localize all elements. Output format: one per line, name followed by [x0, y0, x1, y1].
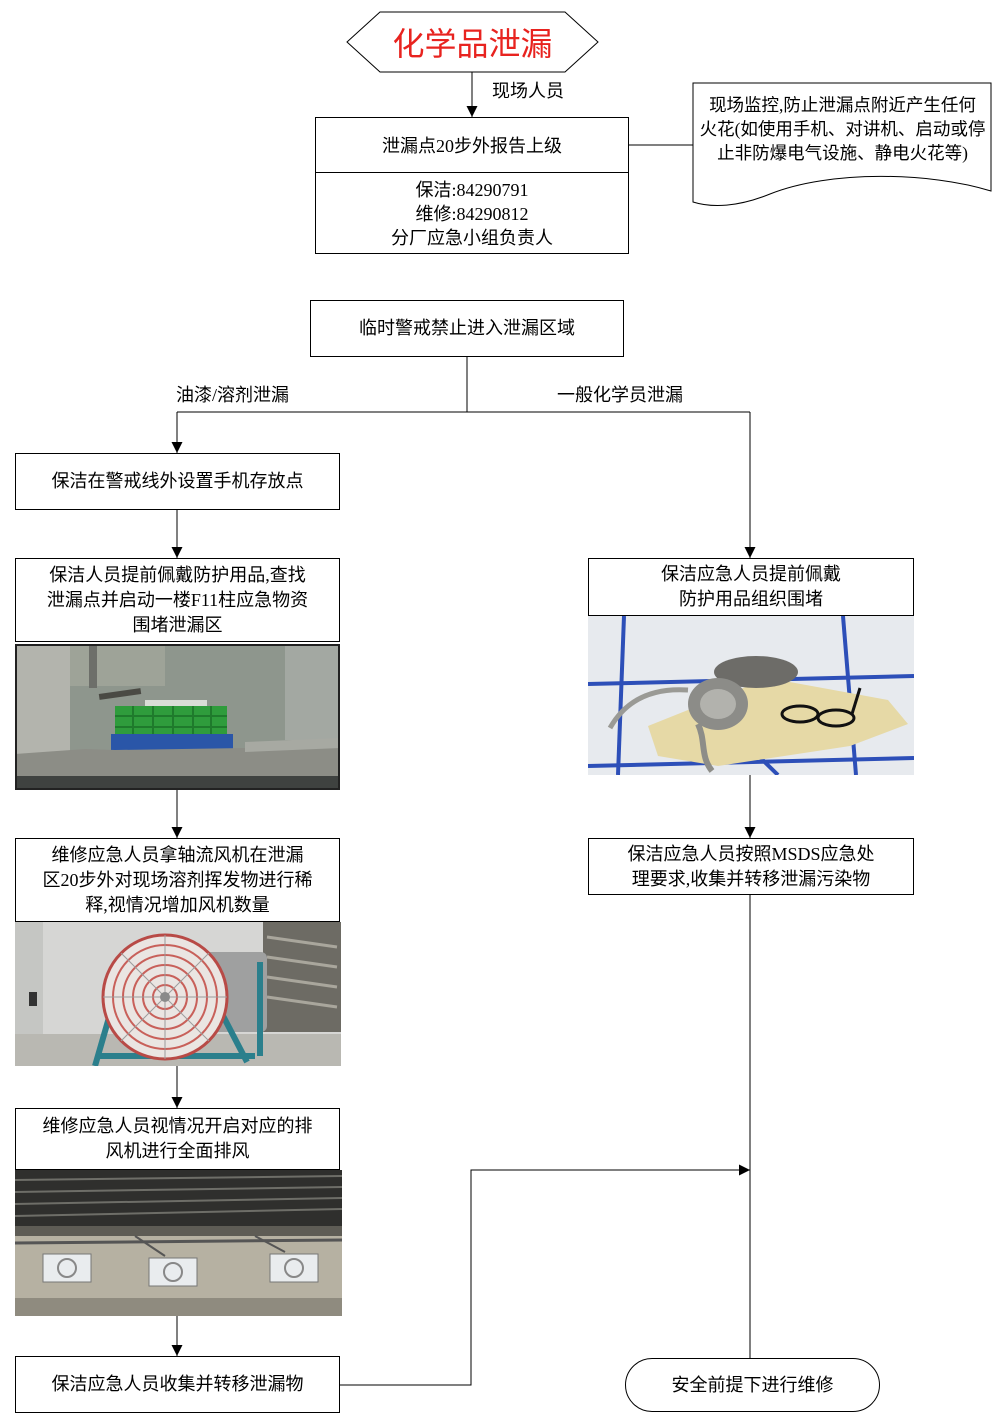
left-step-ppe-containment: 保洁人员提前佩戴防护用品,查找 泄漏点并启动一楼F11柱应急物资 围堵泄漏区 — [15, 558, 340, 642]
flowchart-title: 化学品泄漏 — [392, 26, 553, 62]
photo-protective-mask — [588, 616, 914, 775]
end-label: 安全前提下进行维修 — [671, 1374, 834, 1395]
left-step-axial-fan-dilution: 维修应急人员拿轴流风机在泄漏 区20步外对现场溶剂挥发物进行稀 释,视情况增加风… — [15, 838, 340, 922]
edge-label-paint-solvent: 油漆/溶剂泄漏 — [176, 385, 290, 405]
left-step-phone-storage: 保洁在警戒线外设置手机存放点 — [15, 453, 340, 510]
cordon-box: 临时警戒禁止进入泄漏区域 — [310, 300, 624, 357]
contact-emergency-leader: 分厂应急小组负责人 — [391, 227, 553, 248]
step-text: 区20步外对现场溶剂挥发物进行稀 — [42, 869, 313, 890]
arrow-left-merge — [340, 1164, 750, 1386]
report-box-contacts: 保洁:84290791 维修:84290812 分厂应急小组负责人 — [316, 173, 628, 254]
document-note-shape — [692, 82, 992, 206]
step-text: 风机进行全面排风 — [105, 1141, 250, 1161]
step-text: 围堵泄漏区 — [132, 614, 223, 635]
monitor-note: 现场监控,防止泄漏点附近产生任何 火花(如使用手机、对讲机、启动或停 止非防爆电… — [693, 93, 992, 165]
step-text: 维修应急人员视情况开启对应的排 — [42, 1116, 313, 1136]
right-step-ppe-containment: 保洁应急人员提前佩戴 防护用品组织围堵 — [588, 558, 914, 616]
step-text: 泄漏点并启动一楼F11柱应急物资 — [46, 589, 309, 610]
monitor-note-line: 现场监控,防止泄漏点附近产生任何 — [709, 95, 976, 115]
step-text: 保洁应急人员收集并转移泄漏物 — [51, 1374, 304, 1394]
step-text: 理要求,收集并转移泄漏污染物 — [631, 868, 871, 889]
step-text: 维修应急人员拿轴流风机在泄漏 — [51, 844, 304, 865]
step-text: 释,视情况增加风机数量 — [85, 894, 270, 915]
end-terminal: 安全前提下进行维修 — [625, 1358, 880, 1412]
step-text: 防护用品组织围堵 — [679, 589, 823, 609]
right-step-msds-collection: 保洁应急人员按照MSDS应急处 理要求,收集并转移泄漏污染物 — [588, 838, 914, 895]
cordon-label: 临时警戒禁止进入泄漏区域 — [359, 318, 575, 338]
contact-cleaning: 保洁:84290791 — [415, 179, 529, 200]
edge-label-general-chemical: 一般化学员泄漏 — [557, 385, 683, 405]
left-step-exhaust-fans: 维修应急人员视情况开启对应的排 风机进行全面排风 — [15, 1108, 340, 1170]
report-box: 泄漏点20步外报告上级 保洁:84290791 维修:84290812 分厂应急… — [315, 117, 629, 254]
monitor-note-line: 火花(如使用手机、对讲机、启动或停 — [699, 119, 986, 139]
monitor-note-line: 止非防爆电气设施、静电火花等) — [717, 143, 968, 163]
title-hexagon — [346, 11, 599, 73]
step-text: 保洁应急人员提前佩戴 — [661, 564, 841, 584]
photo-spill-kit-crate — [15, 644, 340, 790]
report-box-title: 泄漏点20步外报告上级 — [316, 118, 628, 173]
left-step-collect-transfer: 保洁应急人员收集并转移泄漏物 — [15, 1356, 340, 1413]
contact-maintenance: 维修:84290812 — [415, 203, 529, 224]
step-text: 保洁在警戒线外设置手机存放点 — [51, 471, 304, 491]
step-text: 保洁应急人员按照MSDS应急处 — [627, 843, 875, 864]
step-text: 保洁人员提前佩戴防护用品,查找 — [49, 564, 306, 585]
photo-axial-fan — [15, 922, 341, 1066]
edge-label-on-site: 现场人员 — [492, 81, 564, 101]
photo-exhaust-fans — [15, 1170, 342, 1316]
